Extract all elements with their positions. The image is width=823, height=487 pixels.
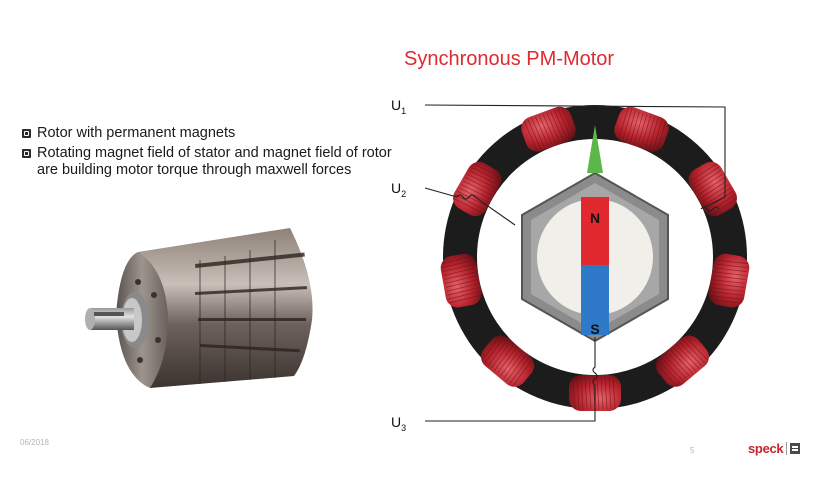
magnet-south-label: S xyxy=(590,321,599,337)
magnet-south xyxy=(581,265,609,335)
motor-diagram: N S xyxy=(424,104,750,422)
magnet-north xyxy=(581,197,609,265)
winding-leads xyxy=(424,104,726,422)
bullet-icon xyxy=(22,149,31,158)
bullet-text: Rotating magnet field of stator and magn… xyxy=(37,145,392,178)
slide-title: Synchronous PM-Motor xyxy=(404,48,615,70)
winding-label-u1: U1 xyxy=(391,97,407,116)
stator-coil xyxy=(440,253,482,308)
stator-coil xyxy=(614,106,669,152)
stator-coil xyxy=(708,253,750,308)
bullet-text: Rotor with permanent magnets xyxy=(37,125,236,141)
stator-coil xyxy=(654,335,710,387)
logo-text: speck xyxy=(748,441,784,456)
footer-date: 06/2018 xyxy=(20,438,49,447)
winding-label-u3: U3 xyxy=(391,414,407,433)
bullet-icon xyxy=(22,129,31,138)
stator-coil xyxy=(480,334,535,387)
bullet-list: Rotor with permanent magnets Rotating ma… xyxy=(20,125,395,182)
stator-coil xyxy=(453,161,503,217)
rotor-photo xyxy=(85,228,313,388)
bullet-item: Rotor with permanent magnets xyxy=(20,125,395,142)
logo-divider xyxy=(786,442,788,455)
page-number: 5 xyxy=(690,446,695,455)
magnet-north-label: N xyxy=(590,210,600,226)
stator-coil xyxy=(521,106,576,152)
logo-mark-icon xyxy=(790,443,801,454)
bullet-item: Rotating magnet field of stator and magn… xyxy=(20,145,395,179)
field-pointer xyxy=(587,125,603,173)
company-logo: speck xyxy=(748,441,801,456)
winding-label-u2: U2 xyxy=(391,180,407,199)
